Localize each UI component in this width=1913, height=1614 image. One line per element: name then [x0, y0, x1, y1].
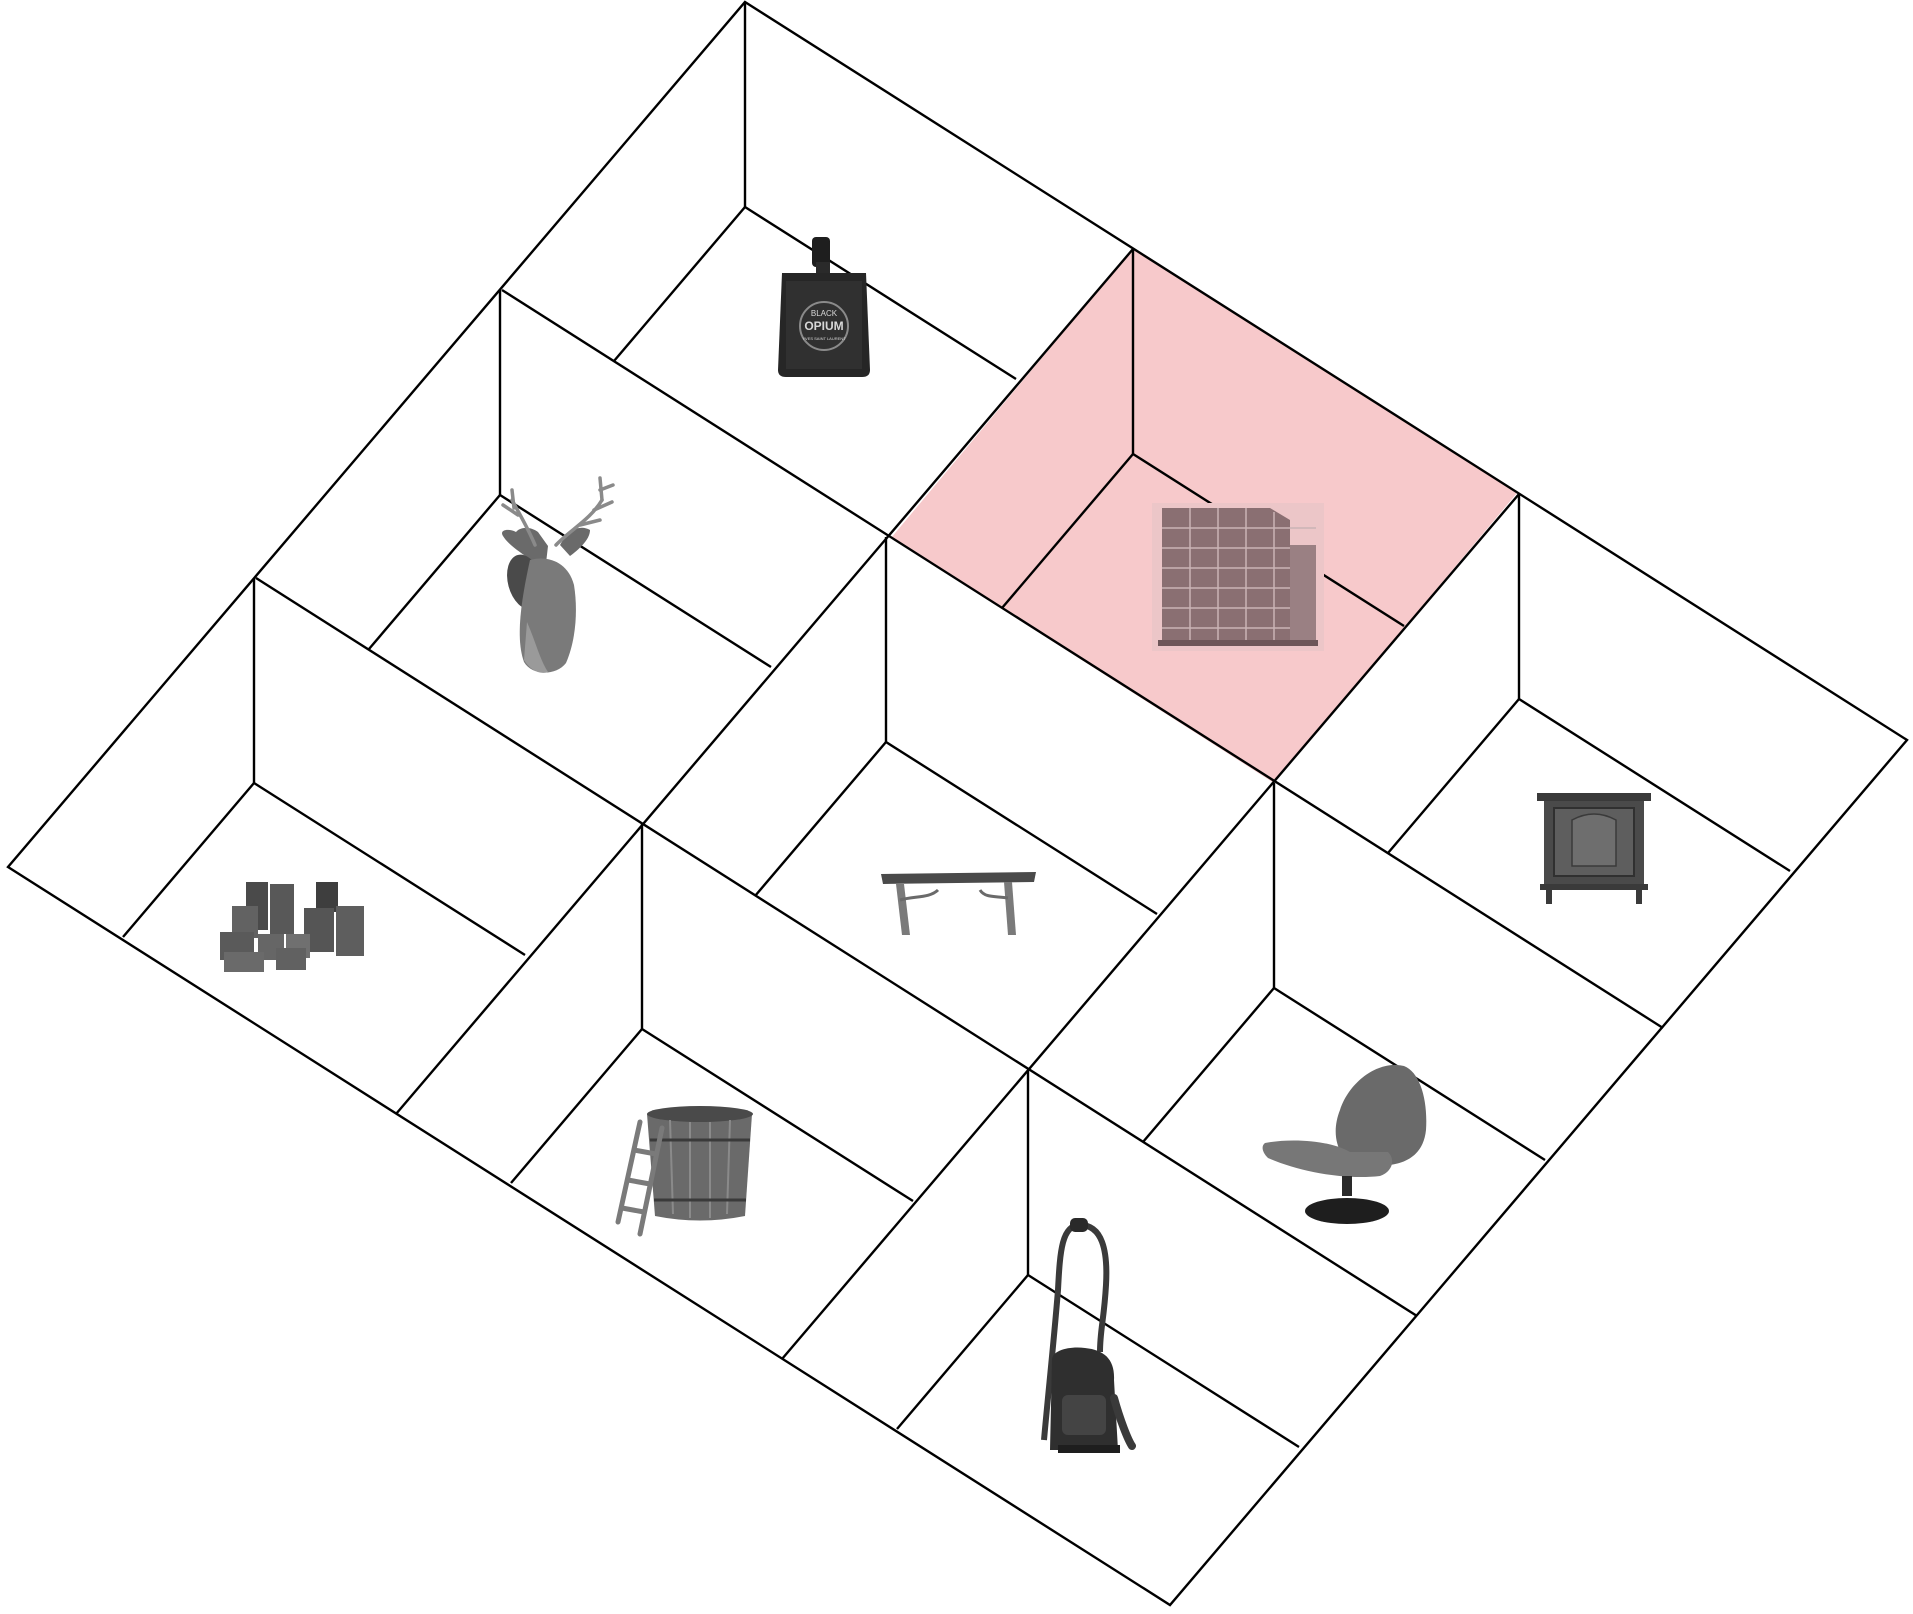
svg-text:YVES SAINT LAURENT: YVES SAINT LAURENT [802, 336, 846, 341]
svg-text:BLACK: BLACK [811, 309, 838, 318]
room-deer-floor [369, 495, 500, 649]
room-blocks-walls [254, 578, 525, 955]
armchair-icon [1263, 1065, 1427, 1224]
wooden-tub-icon [618, 1106, 753, 1234]
bench-icon [881, 872, 1036, 935]
room-cabinet-floor [1388, 699, 1519, 853]
room-bench-floor [755, 742, 886, 896]
room-vacuum-floor [897, 1275, 1028, 1429]
bookshelf-house-icon [1152, 503, 1324, 651]
room-perfume-floor [614, 207, 745, 361]
blocks-icon [220, 882, 364, 972]
col-divider-1 [396, 249, 1133, 1114]
vacuum-cleaner-icon [1044, 1218, 1132, 1453]
room-armchair-floor [1143, 988, 1274, 1142]
room-tub-floor [511, 1029, 642, 1183]
cabinet-icon [1537, 793, 1651, 904]
svg-text:OPIUM: OPIUM [804, 319, 843, 333]
perfume-bottle-icon: BLACK OPIUM YVES SAINT LAURENT [778, 237, 870, 377]
